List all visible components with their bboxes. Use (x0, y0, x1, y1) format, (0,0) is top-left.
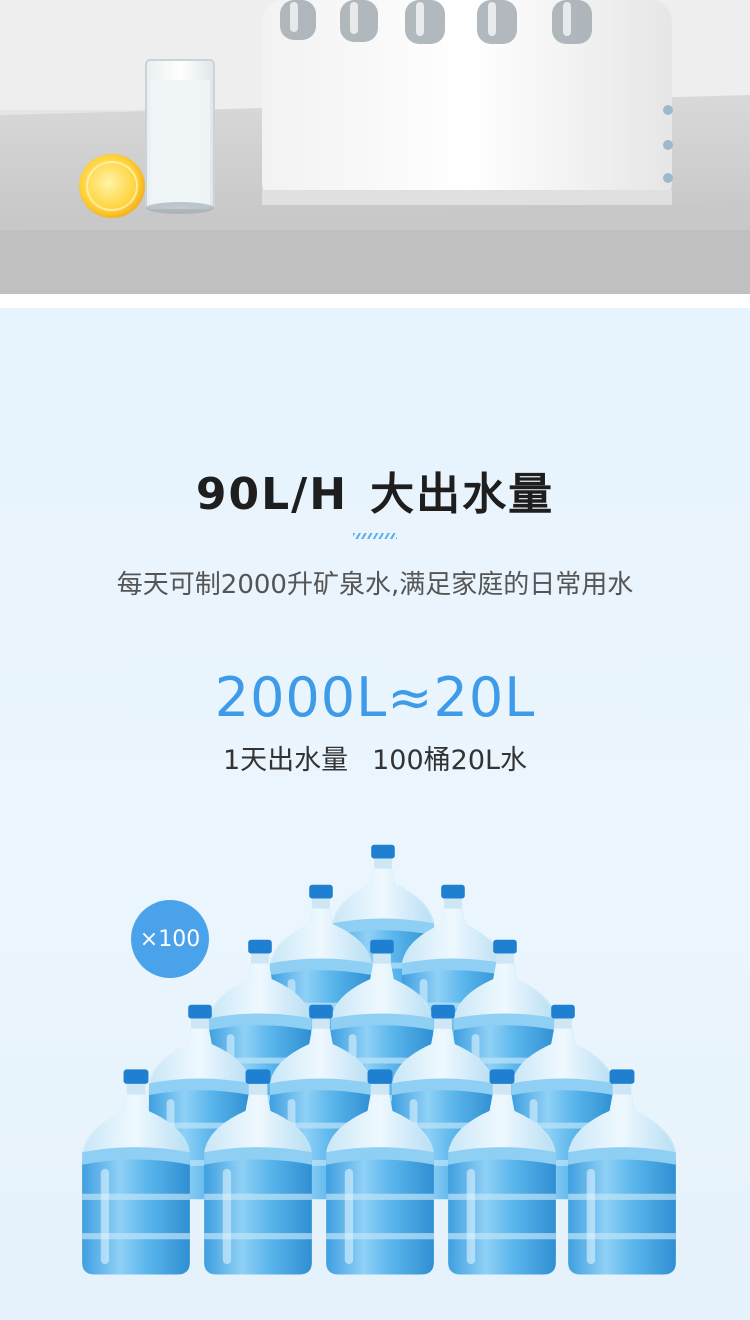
caption-daily-output: 1天出水量 (222, 745, 349, 776)
bottle-count-badge: ×100 (131, 900, 209, 978)
caption-bucket-count: 100桶20L水 (372, 745, 528, 776)
hero-product-photo (0, 0, 750, 294)
flow-rate-section: 90L/H 大出水量 每天可制2000升矿泉水,满足家庭的日常用水 2000L≈2… (0, 308, 750, 1320)
section-subline: 每天可制2000升矿泉水,满足家庭的日常用水 (116, 570, 634, 600)
water-bottle-pyramid (82, 844, 676, 1275)
headline-flow-rate: 90L/H (195, 469, 349, 520)
accent-hatch-mark (353, 533, 397, 539)
headline-large-output: 大出水量 (370, 469, 555, 520)
comparison-figure: 2000L≈20L (214, 666, 536, 729)
section-divider (0, 294, 750, 308)
section-headline: 90L/H 大出水量 (0, 458, 750, 522)
hero-illustration (0, 0, 750, 294)
comparison-caption: 1天出水量 100桶20L水 (0, 738, 750, 777)
